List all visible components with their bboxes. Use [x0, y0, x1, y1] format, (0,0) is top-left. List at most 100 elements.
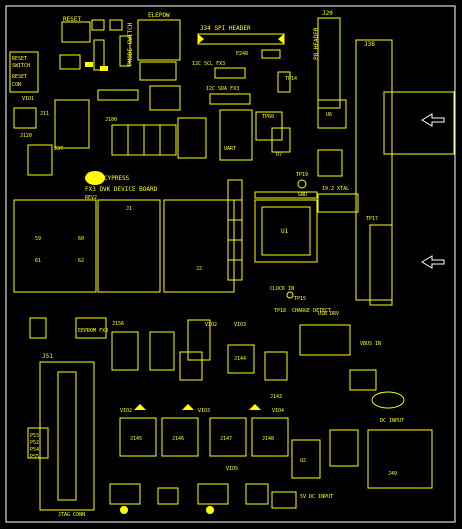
j148-box — [251, 417, 289, 457]
p8-label: P8 HEADER — [313, 27, 320, 60]
reset-switch-body — [61, 21, 91, 43]
vbus-in-label: VBUS IN — [360, 341, 381, 347]
sw-mid — [149, 85, 181, 111]
u2-label: U2 — [300, 458, 306, 464]
j146-box — [161, 417, 199, 457]
p55-label: P55 — [30, 454, 39, 460]
comp-c2 — [187, 319, 211, 361]
xtal-box — [317, 193, 359, 213]
usb-drv-label: USB DRV — [318, 311, 339, 317]
arrow-left-2 — [421, 255, 445, 269]
tp17-label: TP17 — [366, 216, 378, 222]
j34-pin2 — [278, 34, 284, 44]
reset-box — [9, 51, 39, 93]
vio2-label: VIO2 — [205, 322, 217, 328]
r62-label: 62 — [78, 258, 84, 264]
j15-box — [29, 317, 47, 339]
j51-inner — [57, 371, 77, 501]
p54-label: P54 — [30, 447, 39, 453]
tp15-label: TP15 — [294, 296, 306, 302]
j20-header — [317, 17, 341, 109]
j37-label: J37 — [54, 146, 63, 152]
vio2-label-2: VIO2 — [120, 408, 132, 414]
tp60-label: TP60 — [262, 114, 274, 120]
right-mid-box — [369, 224, 393, 306]
u6-label: U6 — [326, 112, 332, 118]
pad-b — [100, 66, 108, 71]
p5x-box — [27, 427, 49, 459]
cypress-logo-icon — [85, 171, 105, 185]
j2-connector — [163, 199, 235, 293]
switch-sw26 — [119, 35, 131, 67]
j34-pin1 — [198, 34, 204, 44]
sw-dc — [329, 429, 359, 467]
bot-pad-2 — [120, 506, 128, 514]
jumper-4 — [159, 124, 177, 156]
j49-label: J49 — [388, 471, 397, 477]
j148-label: J148 — [262, 436, 274, 442]
board-title: FX3 DVK DEVICE BOARD — [85, 186, 158, 193]
j120-label: J120 — [20, 133, 32, 139]
dc-input-label: DC INPUT — [380, 418, 404, 424]
c-top-2 — [109, 19, 123, 31]
j120-box — [13, 107, 37, 129]
u7-label: U7 — [276, 152, 282, 158]
i2c-scl-label: I2C SCL FX3 — [192, 61, 225, 67]
dc-input-label-2: 5V DC INPUT — [300, 494, 333, 500]
bot-comp-1 — [109, 483, 141, 505]
xtal-label: 19.2 XTAL — [322, 186, 349, 192]
cap-array — [227, 179, 243, 281]
j42-comp — [111, 331, 139, 371]
txt-j11: J11 — [40, 111, 49, 117]
tp14-label: TP14 — [285, 76, 297, 82]
tp14-box — [277, 71, 291, 93]
jumper-1 — [111, 124, 129, 156]
j38-usb-a — [383, 91, 455, 155]
j20-label: J20 — [322, 10, 333, 17]
bot-comp-2 — [157, 487, 179, 505]
board-outline — [5, 5, 456, 523]
j1-connector-left — [13, 199, 97, 293]
vio4-label: VIO4 — [272, 408, 284, 414]
vio5-label: VIO5 — [226, 466, 238, 472]
vio1-label: VIO1 — [22, 96, 34, 102]
arrow-left-1 — [421, 113, 445, 127]
tp-area-box — [299, 324, 351, 356]
elepow-box — [137, 19, 181, 61]
inductor — [371, 391, 405, 409]
jtag-small — [255, 111, 283, 141]
j2-label: J2 — [196, 266, 202, 272]
j1-label: J1 — [126, 206, 132, 212]
tp18-label: TP18 — [274, 308, 286, 314]
clock-in-label: CLOCK IN — [270, 286, 294, 292]
jumper-2 — [127, 124, 145, 156]
reset-label: RESET — [63, 16, 81, 23]
j38-label: J38 — [364, 41, 375, 48]
j142-box — [179, 351, 203, 381]
j147-label: J147 — [220, 436, 232, 442]
j19-box — [317, 149, 343, 177]
p53-label: P53 — [30, 433, 39, 439]
vio4-arrow — [249, 404, 261, 410]
j51-connector — [39, 361, 95, 511]
u-vbus — [349, 369, 377, 391]
tp19-label: TP19 — [296, 172, 308, 178]
j146-label: J146 — [172, 436, 184, 442]
vio3-label: VIO3 — [234, 322, 246, 328]
vio2-arrow — [134, 404, 146, 410]
bot-comp-3 — [197, 483, 229, 505]
i2c-header-1 — [214, 67, 246, 79]
c-top-1 — [91, 19, 105, 31]
j1-connector — [97, 199, 161, 293]
u1-die — [261, 206, 311, 256]
txt-p248: P248 — [236, 51, 248, 57]
i2c-header-2 — [209, 93, 251, 105]
j42-box — [59, 54, 81, 70]
j37-box — [27, 144, 53, 176]
uart-header — [219, 109, 253, 161]
u1-caps-row — [254, 191, 318, 199]
tp19-pad — [297, 179, 307, 189]
reset-con-label: RESET — [12, 74, 27, 80]
j100-label: J100 — [105, 117, 117, 123]
